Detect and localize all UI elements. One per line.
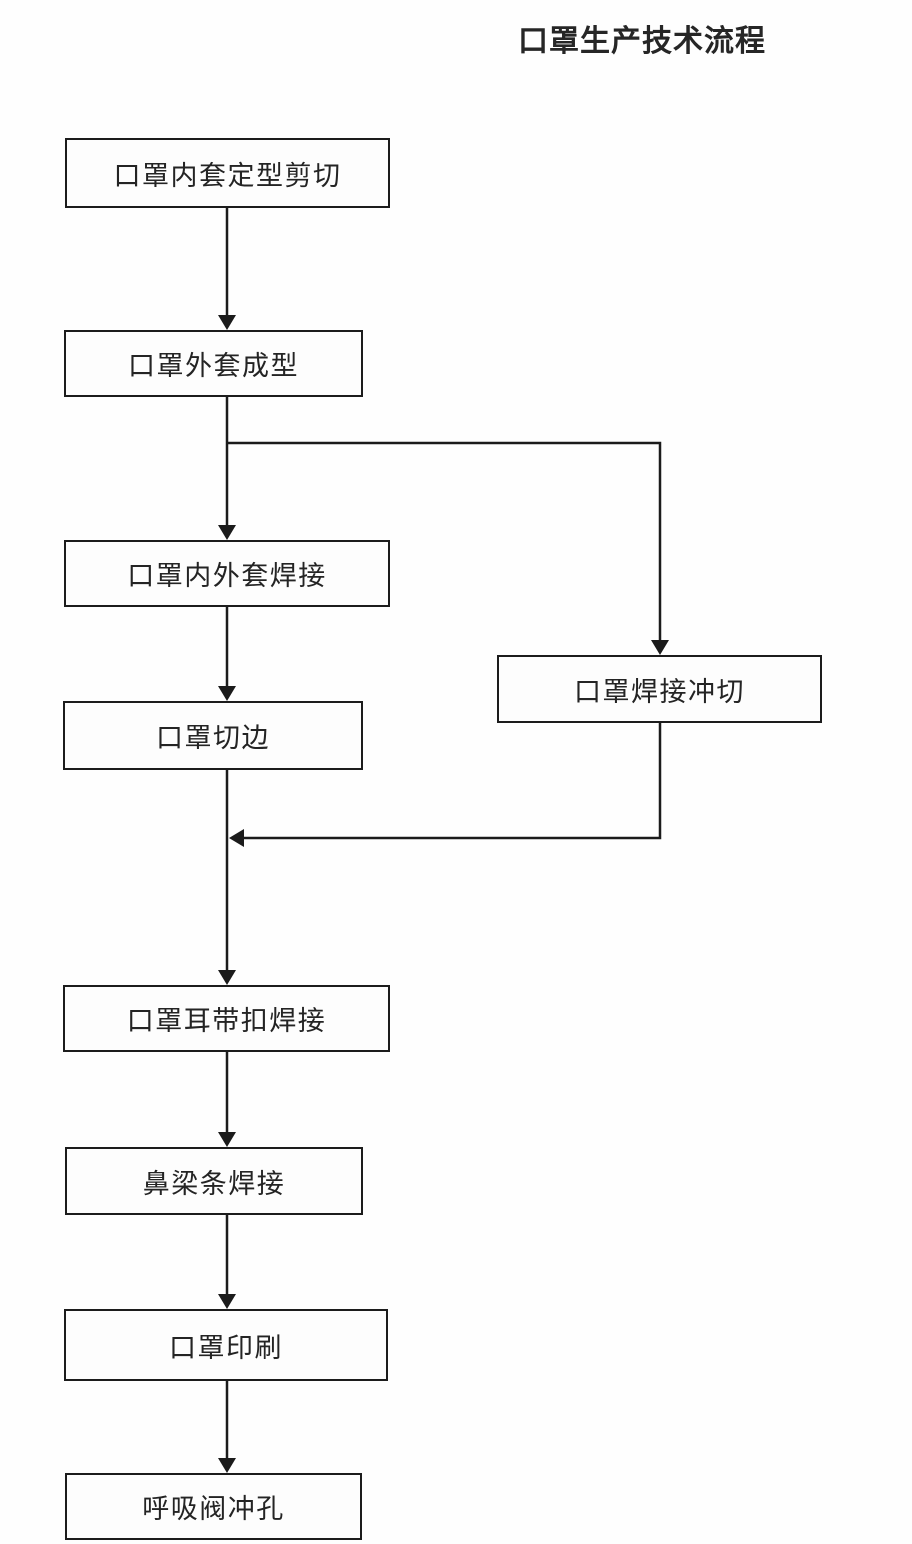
arrowhead-into-weld-punch <box>651 640 669 655</box>
arrowhead-into-print <box>218 1294 236 1309</box>
arrowhead-into-outer-form <box>218 315 236 330</box>
node-label: 口罩耳带扣焊接 <box>126 1006 327 1036</box>
arrowhead-into-valve-punch <box>218 1458 236 1473</box>
node-valve-punch: 呼吸阀冲孔 <box>65 1473 362 1540</box>
node-edge-trim: 口罩切边 <box>63 701 363 770</box>
arrowhead-into-nose-bridge <box>218 1132 236 1147</box>
connector-outer-form-to-weld-punch <box>227 441 662 642</box>
node-weld-punch-cut: 口罩焊接冲切 <box>497 655 822 723</box>
node-label: 口罩焊接冲切 <box>574 676 745 707</box>
node-outer-cover-form: 口罩外套成型 <box>64 330 363 397</box>
node-inner-outer-weld: 口罩内外套焊接 <box>64 540 390 607</box>
page-title: 口罩生产技术流程 <box>518 25 766 58</box>
arrowhead-into-edge-trim <box>218 686 236 701</box>
node-label: 口罩外套成型 <box>128 351 299 381</box>
node-mask-print: 口罩印刷 <box>64 1309 388 1381</box>
arrowhead-into-ear-strap-weld <box>218 970 236 985</box>
node-ear-strap-weld: 口罩耳带扣焊接 <box>63 985 390 1052</box>
arrowhead-into-inner-outer-weld <box>218 525 236 540</box>
node-label: 口罩印刷 <box>169 1332 283 1363</box>
node-label: 鼻梁条焊接 <box>142 1168 286 1199</box>
connector-weld-punch-to-merge <box>243 723 662 840</box>
node-label: 口罩内外套焊接 <box>127 561 327 591</box>
node-label: 口罩切边 <box>156 723 270 753</box>
node-label: 口罩内套定型剪切 <box>113 160 342 191</box>
node-nose-bridge-weld: 鼻梁条焊接 <box>65 1147 363 1215</box>
node-label: 呼吸阀冲孔 <box>142 1494 285 1524</box>
arrowhead-merge-left <box>229 829 244 847</box>
node-inner-cover-cut: 口罩内套定型剪切 <box>65 138 390 208</box>
